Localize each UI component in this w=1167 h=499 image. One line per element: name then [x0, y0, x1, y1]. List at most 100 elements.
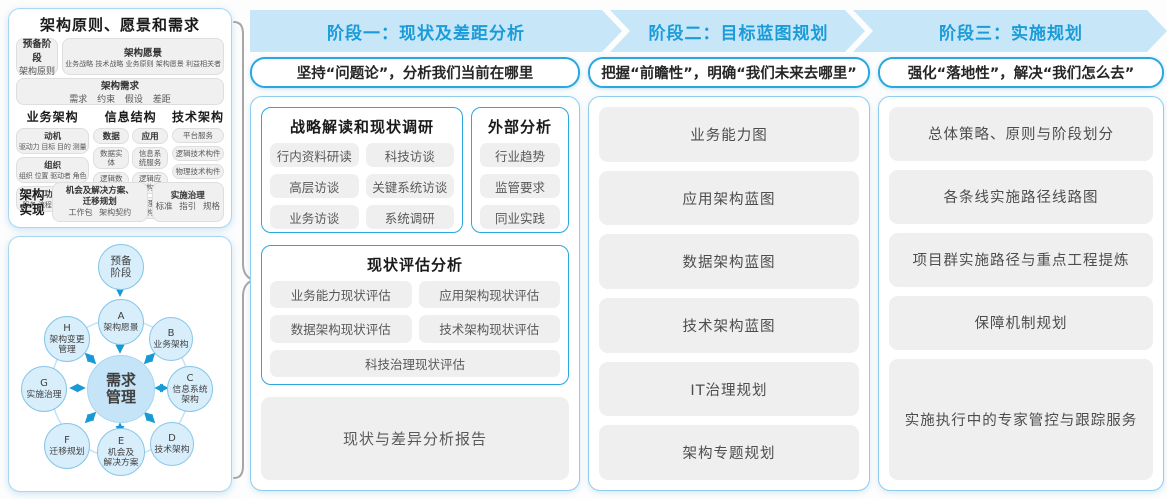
vision-sub: 业务战略 技术战略 业务原则 架构愿景 利益相关者 — [65, 59, 221, 68]
adm-node-d-label: 技术架构 — [154, 444, 190, 455]
phase2-banner-title: 阶段二：目标蓝图规划 — [648, 23, 829, 44]
architecture-vision-box: 架构愿景 业务战略 技术战略 业务原则 架构愿景 利益相关者 — [62, 38, 224, 75]
adm-cycle-panel: 预备 阶段 A 架构愿景 B 业务架构 C 信息系统 架构 D 技术架构 E 机… — [8, 236, 232, 492]
assessment-item: 科技治理现状评估 — [270, 349, 560, 377]
external-item: 行业趋势 — [480, 143, 560, 167]
business-architecture-column: 业务架构 动机 驱动力 目标 目的 测量 组织 组织 位置 驱动者 角色 功能 … — [16, 108, 90, 212]
adm-node-f-label: 迁移规划 — [49, 446, 85, 457]
adm-node-b: B 业务架构 — [149, 317, 193, 361]
strategy-item: 行内资料研读 — [270, 143, 359, 167]
information-structure-column: 信息结构 数据 数据实体 逻辑数据构件 物理数据构件 应用 信息系统服务 逻辑应… — [93, 108, 168, 219]
prep-stage-sub: 架构原则 — [19, 67, 56, 77]
adm-node-g-label: 实施治理 — [26, 389, 62, 400]
motivation-title: 动机 — [44, 132, 62, 142]
data-subcolumn: 数据 数据实体 逻辑数据构件 物理数据构件 — [93, 128, 130, 219]
adm-node-f-id: F — [64, 435, 70, 447]
governance-title: 实施治理 — [170, 190, 205, 201]
strategy-item: 关键系统访谈 — [365, 174, 454, 198]
phase3-deliverable-box: 各条线实施路径线路图 — [889, 169, 1153, 224]
opportunity-migration-box: 机会及解决方案、 迁移规划 工作包 架构契约 — [52, 182, 148, 222]
prep-stage-title: 预备阶段 — [22, 39, 52, 64]
external-item: 同业实践 — [480, 205, 560, 229]
phase3-deliverable-box: 保障机制规划 — [889, 295, 1153, 350]
vision-title: 架构愿景 — [124, 47, 163, 59]
assessment-item: 数据架构现状评估 — [270, 315, 412, 343]
physical-tech-box: 物理技术构件 — [171, 164, 224, 179]
phase-banner: 阶段一：现状及差距分析 阶段二：目标蓝图规划 阶段三：实施规划 — [250, 10, 1167, 52]
strategy-item: 高层访谈 — [270, 174, 359, 198]
adm-node-h-label: 架构变更 管理 — [49, 334, 85, 355]
framework-title: 架构原则、愿景和需求 — [39, 16, 200, 34]
phase3-deliverable-box: 实施执行中的专家管控与跟踪服务 — [889, 358, 1153, 480]
adm-node-a: A 架构愿景 — [98, 299, 144, 345]
architecture-framework-panel: 架构原则、愿景和需求 预备阶段 架构原则 架构愿景 业务战略 技术战略 业务原则… — [8, 8, 232, 228]
current-state-assessment-box: 现状评估分析 业务能力现状评估 应用架构现状评估 数据架构现状评估 技术架构现状… — [261, 245, 569, 385]
phase2-deliverable-box: 数据架构蓝图 — [599, 234, 859, 290]
phase3-content-panel: 总体策略、原则与阶段划分 各条线实施路径线路图 项目群实施路径与重点工程提炼 保… — [878, 96, 1164, 491]
phase1-banner-segment: 阶段一：现状及差距分析 — [250, 10, 622, 52]
logical-tech-box: 逻辑技术构件 — [171, 146, 224, 161]
organization-title: 组织 — [44, 161, 62, 171]
implementation-governance-box: 实施治理 标准 指引 规格 — [151, 182, 224, 222]
phase2-slogan-box: 把握“前瞻性”，明确“我们未来去哪里” — [588, 57, 870, 88]
adm-node-g: G 实施治理 — [21, 366, 67, 412]
business-organization-box: 组织 组织 位置 驱动者 角色 — [16, 157, 90, 183]
phase2-deliverable-box: 应用架构蓝图 — [599, 170, 859, 226]
strategy-item: 业务访谈 — [270, 205, 359, 229]
external-item: 监管要求 — [480, 174, 560, 198]
strategy-item: 系统调研 — [365, 205, 454, 229]
adm-node-f: F 迁移规划 — [44, 423, 90, 469]
opportunity-title: 机会及解决方案、 迁移规划 — [65, 186, 134, 207]
assessment-item: 业务能力现状评估 — [270, 281, 412, 309]
adm-center-node: 需求 管理 — [87, 355, 155, 423]
phase2-banner-segment: 阶段二：目标蓝图规划 — [610, 10, 865, 52]
application-subcolumn: 应用 信息系统服务 逻辑应用构件 物理应用构件 — [132, 128, 168, 219]
adm-node-c: C 信息系统 架构 — [167, 366, 213, 412]
requirements-title: 架构需求 — [100, 81, 139, 92]
prep-stage-box: 预备阶段 架构原则 — [16, 38, 59, 77]
data-entity-box: 数据实体 — [93, 147, 130, 169]
phase3-deliverable-box: 项目群实施路径与重点工程提炼 — [889, 232, 1153, 287]
strategy-research-title: 战略解读和现状调研 — [289, 118, 434, 136]
assessment-item: 应用架构现状评估 — [418, 281, 560, 309]
phase2-deliverable-box: IT治理规划 — [599, 361, 859, 417]
info-system-service-box: 信息系统服务 — [132, 147, 168, 169]
business-motivation-box: 动机 驱动力 目标 目的 测量 — [16, 128, 90, 154]
external-analysis-title: 外部分析 — [487, 118, 552, 136]
business-architecture-title: 业务架构 — [26, 110, 79, 124]
phase1-slogan-box: 坚持“问题论”，分析我们当前在哪里 — [250, 57, 580, 88]
opportunity-sub: 工作包 架构契约 — [68, 207, 132, 217]
adm-node-c-id: C — [186, 373, 194, 385]
phase3-banner-title: 阶段三：实施规划 — [939, 23, 1083, 44]
architecture-realization-label: 架构 实现 — [19, 187, 45, 217]
phase2-deliverable-box: 架构专题规划 — [599, 425, 859, 481]
phase1-banner-title: 阶段一：现状及差距分析 — [327, 23, 525, 44]
organization-sub: 组织 位置 驱动者 角色 — [19, 172, 87, 180]
external-analysis-box: 外部分析 行业趋势 监管要求 同业实践 — [471, 107, 569, 233]
strategy-item: 科技访谈 — [365, 143, 454, 167]
technology-architecture-column: 技术架构 平台服务 逻辑技术构件 物理技术构件 — [171, 108, 224, 179]
phase2-deliverable-box: 业务能力图 — [599, 107, 859, 162]
adm-node-d: D 技术架构 — [150, 422, 194, 466]
gap-analysis-report-box: 现状与差异分析报告 — [261, 397, 569, 480]
adm-node-b-label: 业务架构 — [153, 339, 189, 350]
adm-prep-node: 预备 阶段 — [98, 244, 144, 290]
assessment-item: 技术架构现状评估 — [418, 315, 560, 343]
information-structure-title: 信息结构 — [104, 110, 157, 124]
data-header: 数据 — [93, 128, 130, 144]
adm-node-a-label: 架构愿景 — [103, 322, 139, 333]
phase1-content-panel: 战略解读和现状调研 行内资料研读 科技访谈 高层访谈 关键系统访谈 业务访谈 系… — [250, 96, 580, 491]
adm-node-e-label: 机会及 解决方案 — [103, 447, 139, 468]
phase3-banner-segment: 阶段三：实施规划 — [853, 10, 1167, 52]
technology-architecture-title: 技术架构 — [171, 110, 224, 124]
governance-sub: 标准 指引 规格 — [155, 202, 220, 212]
phase3-slogan-box: 强化“落地性”，解决“我们怎么去” — [878, 57, 1164, 88]
adm-node-h-id: H — [63, 323, 71, 335]
assessment-title: 现状评估分析 — [366, 256, 463, 274]
adm-node-g-id: G — [40, 378, 48, 390]
phase3-deliverable-box: 总体策略、原则与阶段划分 — [889, 107, 1153, 161]
phase2-deliverable-box: 技术架构蓝图 — [599, 298, 859, 353]
adm-node-b-id: B — [167, 328, 175, 340]
adm-node-e-id: E — [117, 436, 125, 448]
